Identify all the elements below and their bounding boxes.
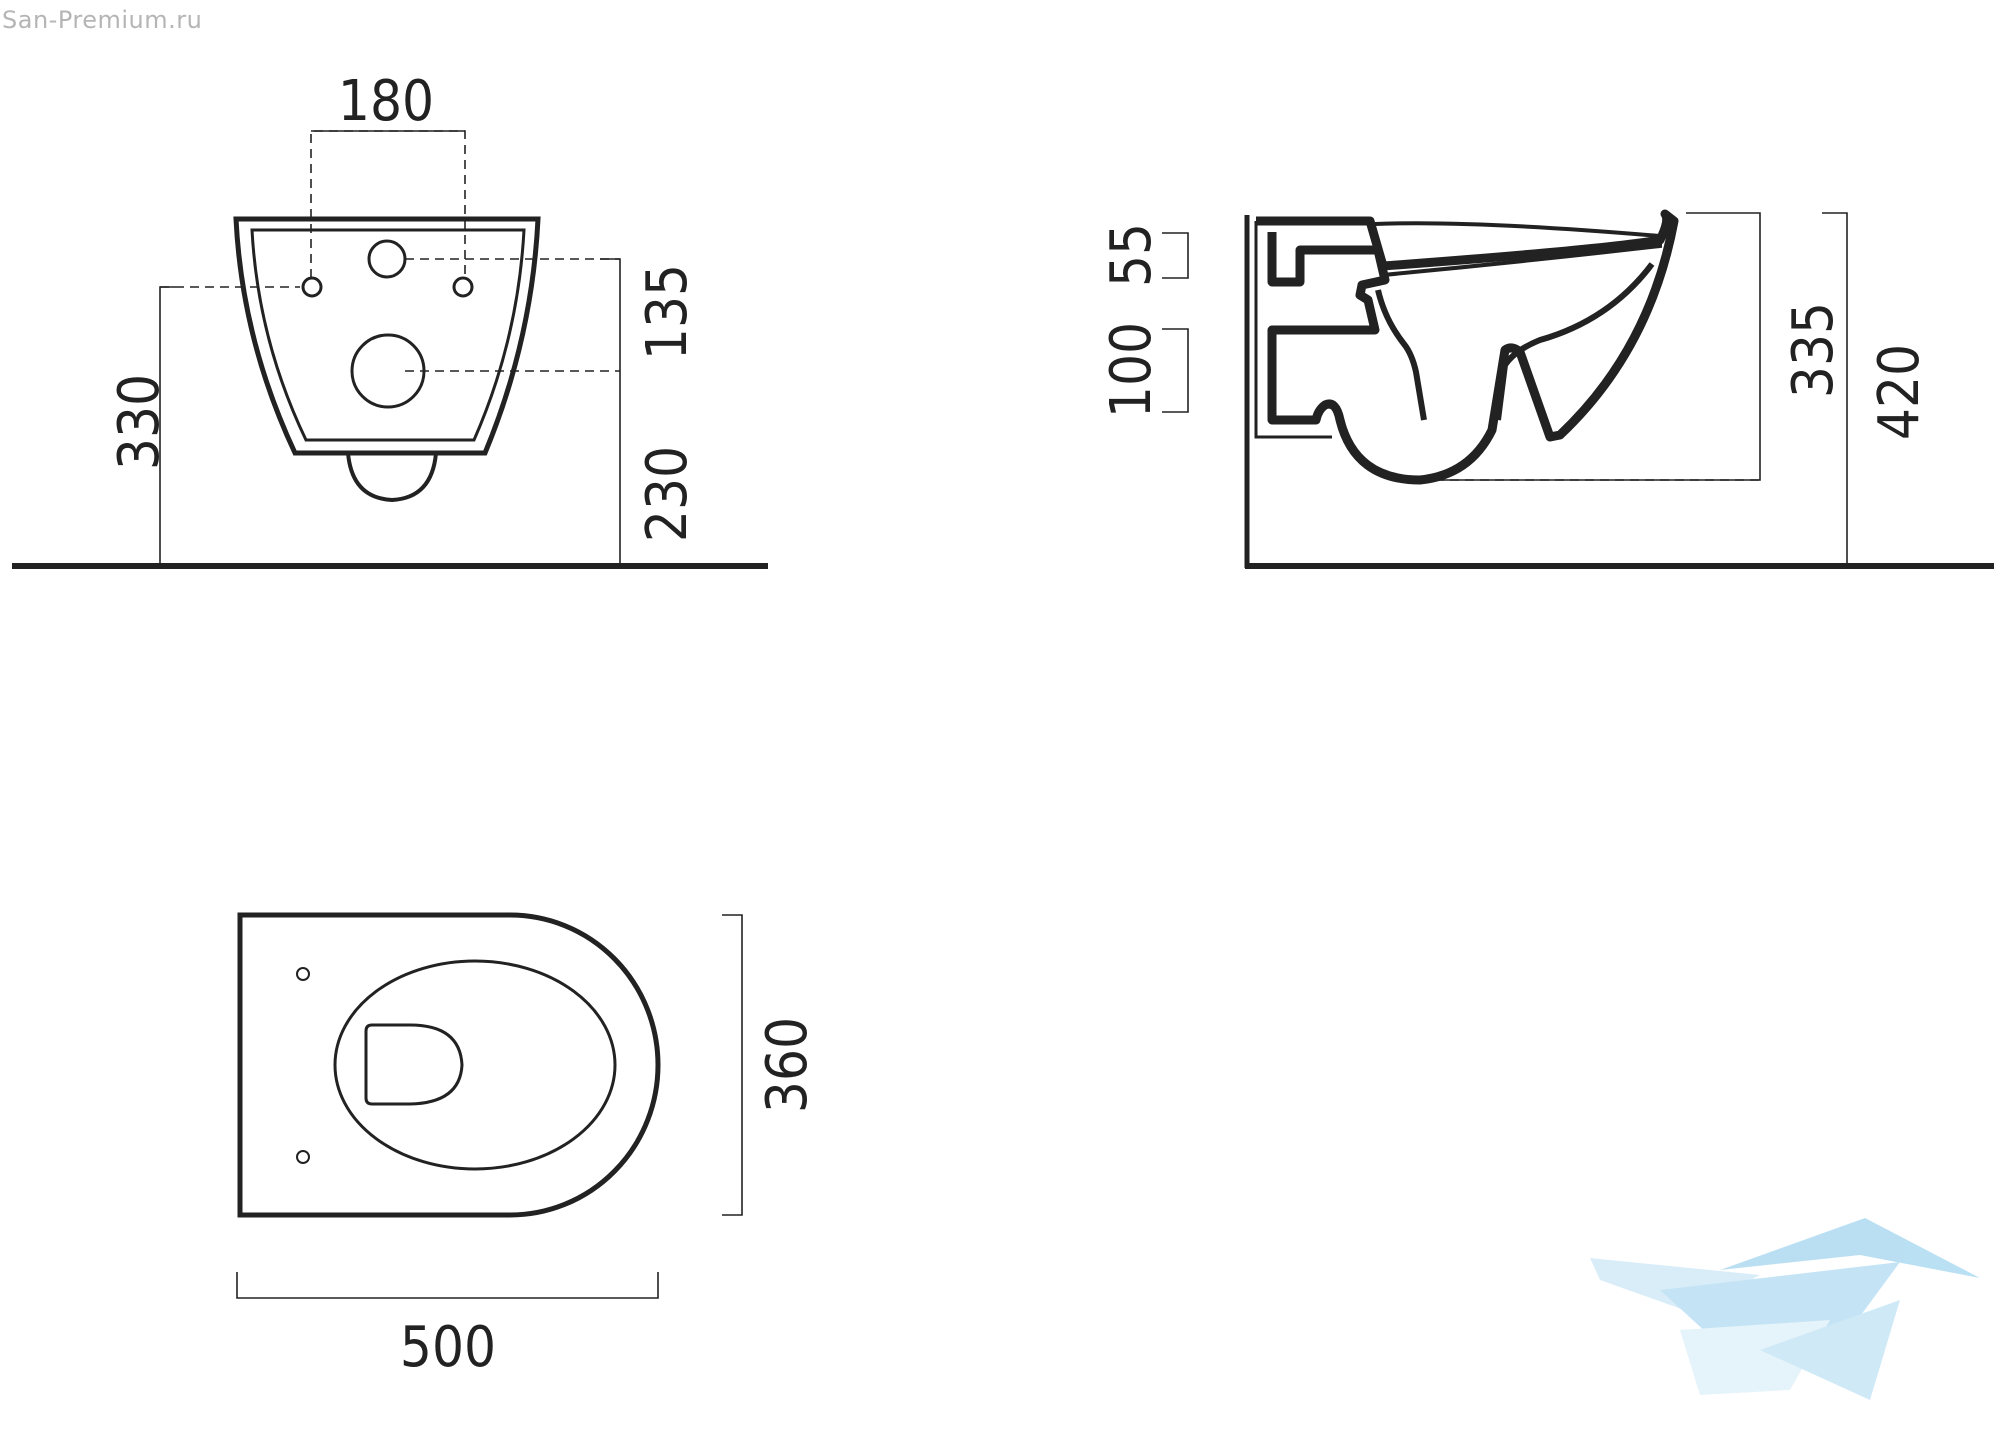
dim-hole-spacing: 180 bbox=[338, 69, 434, 134]
top-seat-hole-lower bbox=[296, 1150, 310, 1164]
side-total-height-line bbox=[1822, 212, 1848, 566]
watermark-text: San-Premium.ru bbox=[2, 6, 203, 34]
side-bowl-inner-curve bbox=[1495, 262, 1655, 421]
side-outlet-bracket bbox=[1162, 328, 1189, 413]
front-height-line bbox=[159, 286, 175, 566]
side-mount-outline bbox=[1254, 221, 1332, 439]
front-offset-line bbox=[600, 258, 621, 566]
top-drain-opening bbox=[364, 1023, 464, 1106]
dim-outlet-height: 100 bbox=[1099, 322, 1164, 418]
dim-bowl-height: 335 bbox=[1781, 302, 1846, 398]
top-width-bracket bbox=[722, 914, 743, 1216]
front-hole-spacing-guide bbox=[310, 130, 466, 278]
front-outlet-curve bbox=[346, 452, 438, 503]
side-rim-line bbox=[1374, 221, 1662, 277]
dim-top-length: 500 bbox=[400, 1315, 496, 1380]
dim-top-width: 360 bbox=[755, 1017, 820, 1113]
front-view: 180 330 135 230 bbox=[12, 69, 768, 569]
dim-upper-offset: 135 bbox=[635, 264, 700, 360]
front-bowl-outline bbox=[233, 216, 541, 456]
dim-side-total-height: 420 bbox=[1867, 344, 1932, 440]
top-view: 360 500 bbox=[236, 912, 820, 1380]
top-rim-ellipse bbox=[333, 959, 617, 1171]
front-mount-hole-right bbox=[452, 276, 474, 298]
dim-inlet-height: 55 bbox=[1099, 223, 1164, 287]
front-mount-hole-left bbox=[301, 276, 323, 298]
side-view: 55 100 335 420 bbox=[1099, 209, 1994, 569]
top-seat-hole-upper bbox=[296, 967, 310, 981]
top-bowl-outline bbox=[237, 912, 661, 1218]
side-trap-inner-line bbox=[1375, 289, 1427, 421]
dim-front-total-height: 330 bbox=[107, 374, 172, 470]
top-length-bracket bbox=[236, 1272, 659, 1299]
swallow-bird-logo-icon bbox=[1590, 1218, 1980, 1400]
front-bowl-inner-outline bbox=[250, 228, 526, 442]
side-bowl-outline bbox=[1256, 209, 1679, 485]
side-inlet-bracket bbox=[1162, 232, 1189, 279]
dim-lower-offset: 230 bbox=[635, 446, 700, 542]
front-inlet-hole bbox=[367, 239, 407, 279]
